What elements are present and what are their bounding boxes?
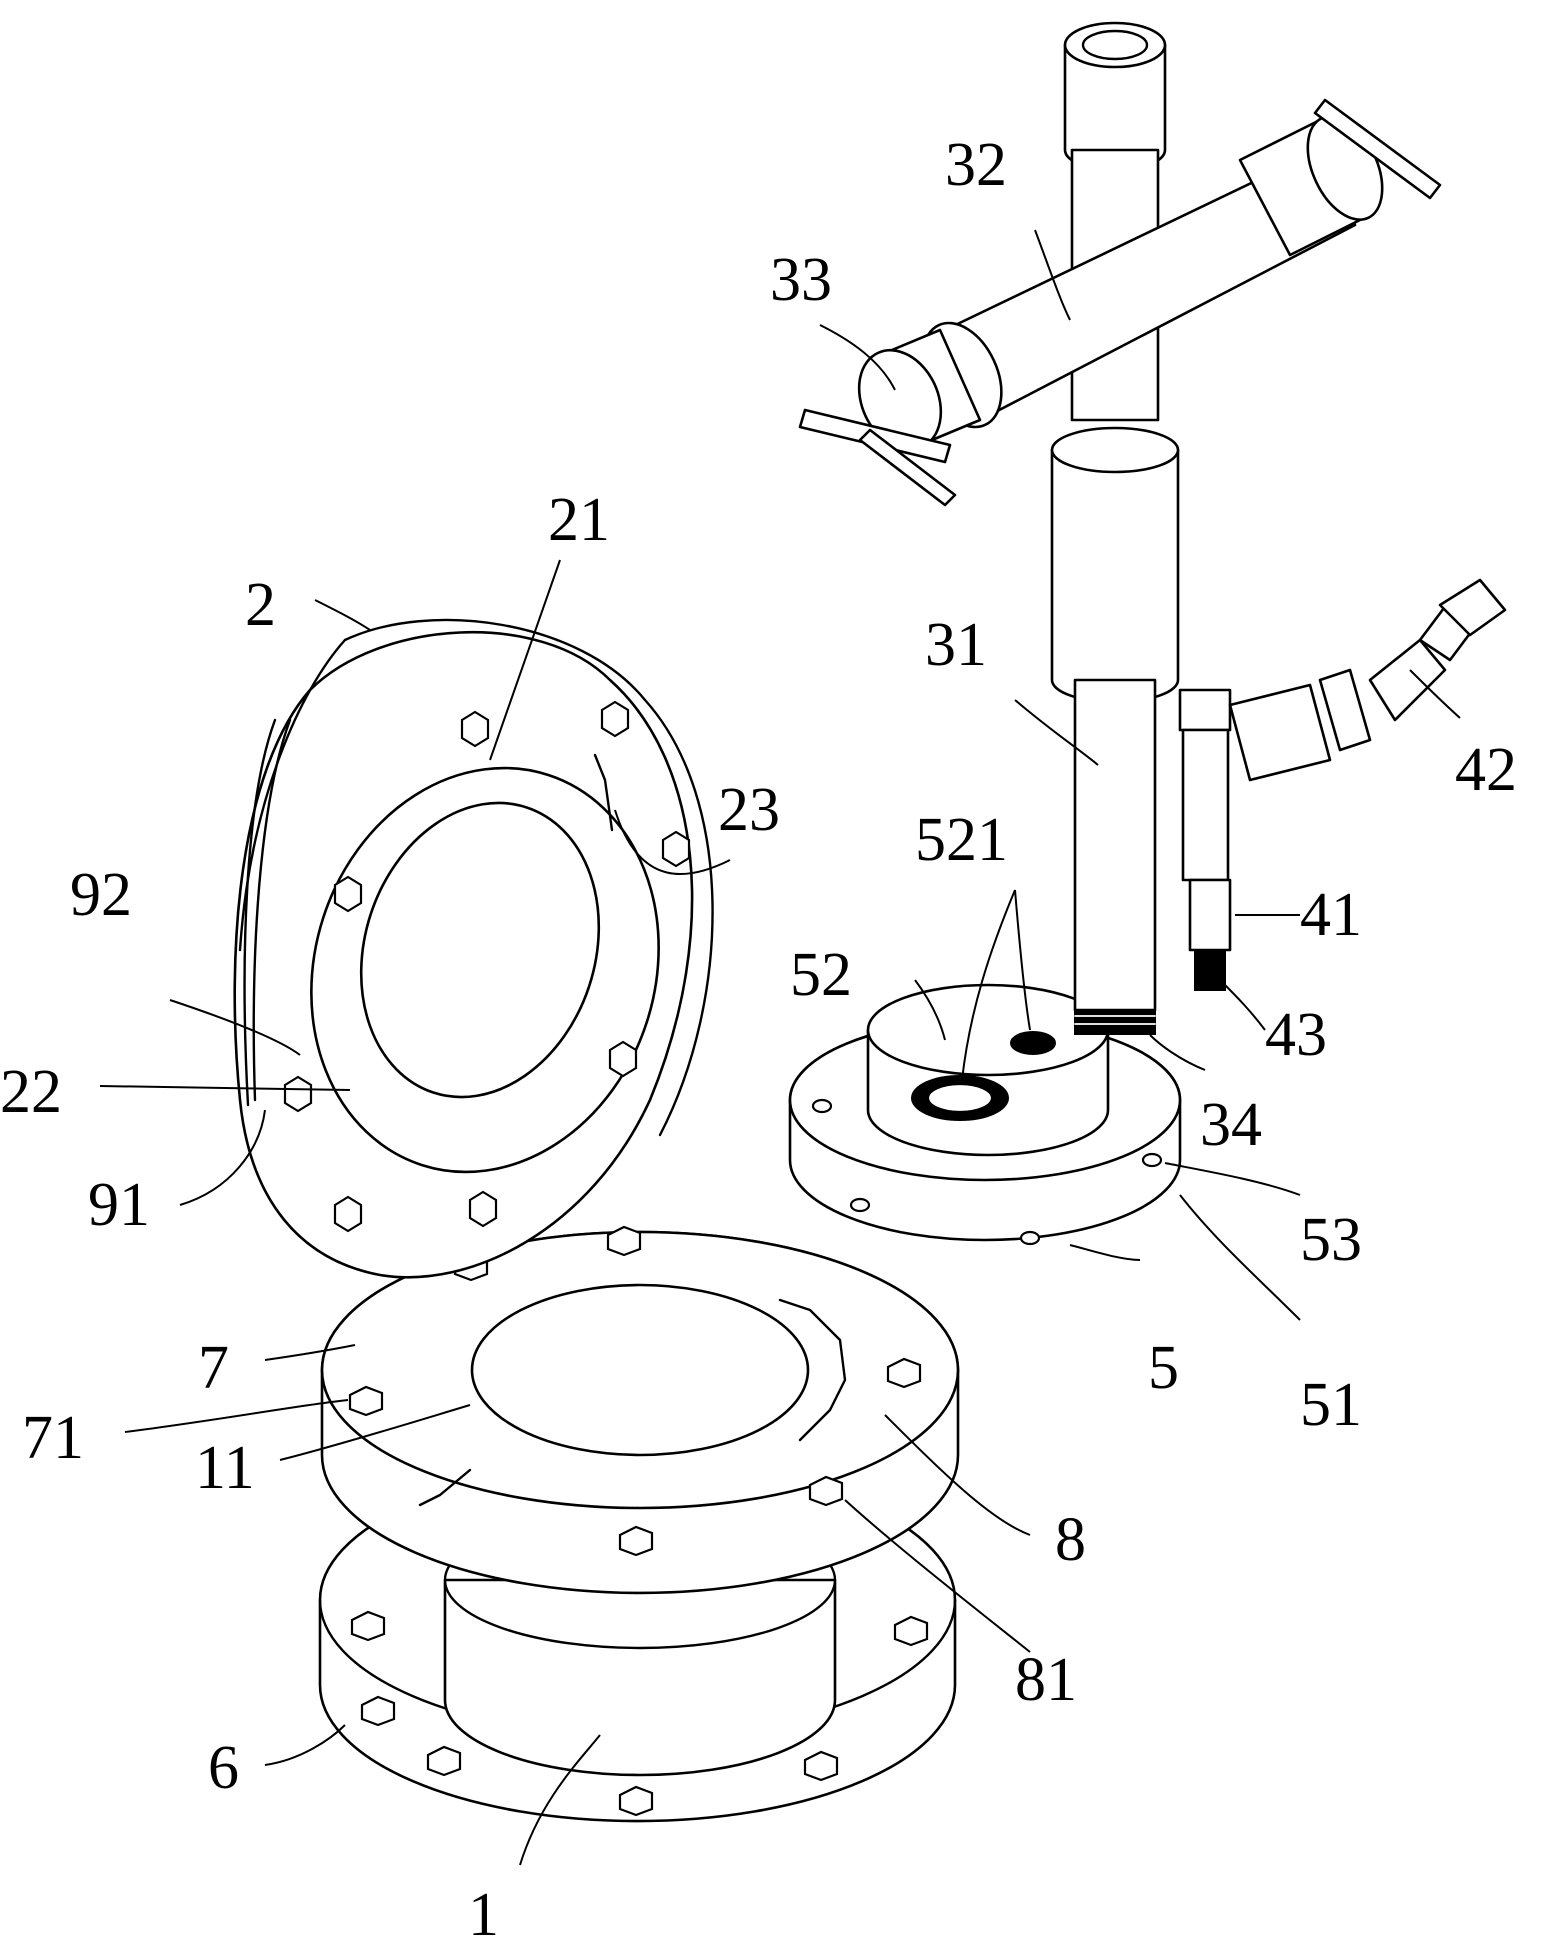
callout-32: 32	[945, 131, 1007, 199]
callout-71: 71	[22, 1404, 84, 1472]
slot-8	[778, 1298, 847, 1442]
callout-8: 8	[1055, 1506, 1086, 1574]
callout-521: 521	[915, 806, 1008, 874]
pipe-body-assembly	[318, 1225, 960, 1823]
groove-91	[243, 718, 277, 1107]
side-valve	[1178, 578, 1507, 991]
callout-5: 5	[1148, 1334, 1179, 1402]
callout-22: 22	[0, 1058, 62, 1126]
leader-lines	[99, 229, 1461, 1866]
callout-6: 6	[208, 1734, 239, 1802]
callout-42: 42	[1455, 736, 1517, 804]
callout-33: 33	[770, 246, 832, 314]
callout-11: 11	[195, 1434, 255, 1502]
bottom-flange-holes	[350, 1610, 929, 1817]
callout-labels: 1 2 6 7 71 11 8 81 21 22 23 91 92 31 32 …	[0, 131, 1517, 1943]
callout-34: 34	[1200, 1091, 1262, 1159]
probe-assembly	[798, 21, 1442, 1035]
callout-51: 51	[1300, 1371, 1362, 1439]
callout-31: 31	[925, 611, 987, 679]
hole-71	[348, 1385, 384, 1417]
valve-body-42	[1368, 638, 1447, 722]
bore-11	[470, 1283, 810, 1457]
callout-43: 43	[1265, 1001, 1327, 1069]
callout-91: 91	[88, 1171, 150, 1239]
bore-21	[359, 801, 601, 1099]
base-plate-holes	[811, 1098, 1163, 1246]
callout-41: 41	[1300, 881, 1362, 949]
callout-23: 23	[718, 776, 780, 844]
callout-21: 21	[548, 486, 610, 554]
thread-43	[1194, 949, 1226, 991]
lower-tube-31	[1073, 678, 1157, 1012]
callout-52: 52	[790, 941, 852, 1009]
groove-92	[252, 718, 292, 1102]
notch-23	[593, 753, 614, 832]
seal-ring-2	[233, 618, 714, 1279]
tube-41	[1181, 728, 1230, 882]
pipe-neck-1	[443, 1578, 837, 1777]
seal-ring-holes	[283, 700, 691, 1233]
hole-53	[1141, 1152, 1163, 1168]
callout-53: 53	[1300, 1206, 1362, 1274]
callout-92: 92	[70, 861, 132, 929]
thread-34	[1074, 1009, 1156, 1035]
callout-1: 1	[468, 1881, 499, 1943]
upper-flange-holes	[348, 1225, 922, 1557]
right-handle	[1313, 98, 1442, 200]
callout-7: 7	[198, 1334, 229, 1402]
callout-81: 81	[1015, 1646, 1077, 1714]
callout-2: 2	[245, 571, 276, 639]
hole-81	[808, 1475, 844, 1507]
